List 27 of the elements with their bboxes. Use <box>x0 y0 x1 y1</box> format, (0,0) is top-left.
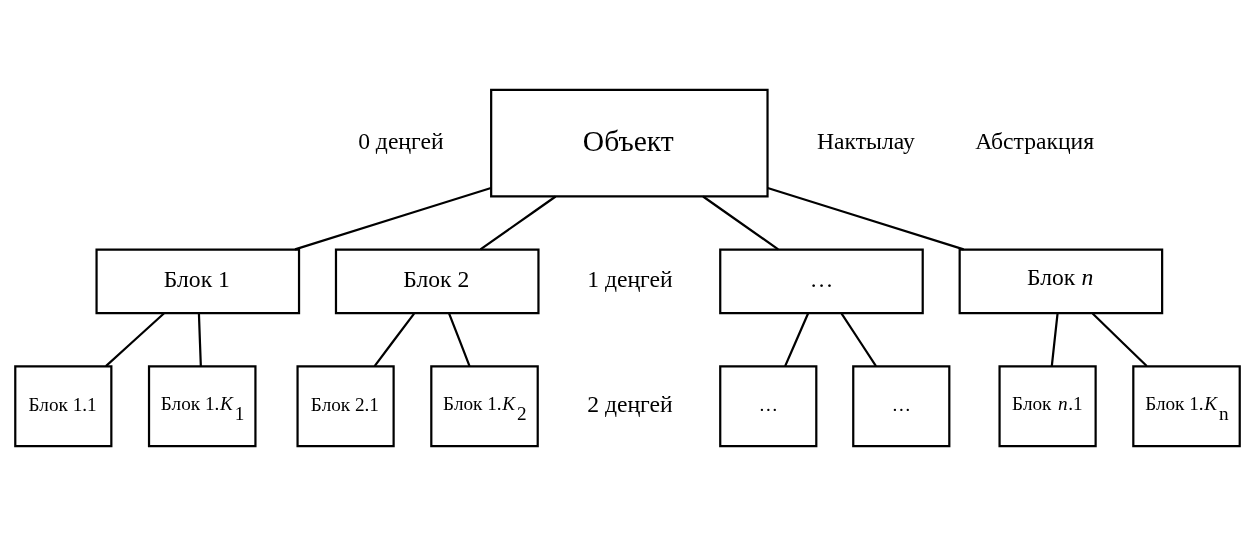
label: Абстракция <box>975 127 1095 154</box>
connector <box>840 312 877 367</box>
connector <box>105 312 165 367</box>
node-box: Блок n <box>958 247 1164 314</box>
node-box: … <box>719 247 924 314</box>
connector <box>1091 312 1148 367</box>
node-box: Блок 2 <box>334 247 540 314</box>
label: Нактылау <box>817 127 915 154</box>
label: 1 деңгей <box>587 265 673 292</box>
node-box: … <box>719 364 818 447</box>
connector <box>1050 312 1059 366</box>
connector <box>197 313 202 366</box>
connector <box>767 186 964 250</box>
label: 0 деңгей <box>358 127 444 154</box>
connector <box>784 312 810 366</box>
connector <box>448 312 471 366</box>
node-box: Блок 2.1 <box>296 364 395 447</box>
connector <box>702 195 779 250</box>
connector <box>294 186 492 250</box>
node-box: Блок 1.1 <box>14 364 113 447</box>
node-box: Объект <box>490 88 769 197</box>
connector <box>479 195 557 250</box>
node-box: Блок n.1 <box>998 364 1097 447</box>
label: 2 деңгей <box>587 390 673 417</box>
node-box: … <box>852 364 951 447</box>
connector <box>373 312 415 367</box>
node-box: Блок 1 <box>95 247 301 314</box>
